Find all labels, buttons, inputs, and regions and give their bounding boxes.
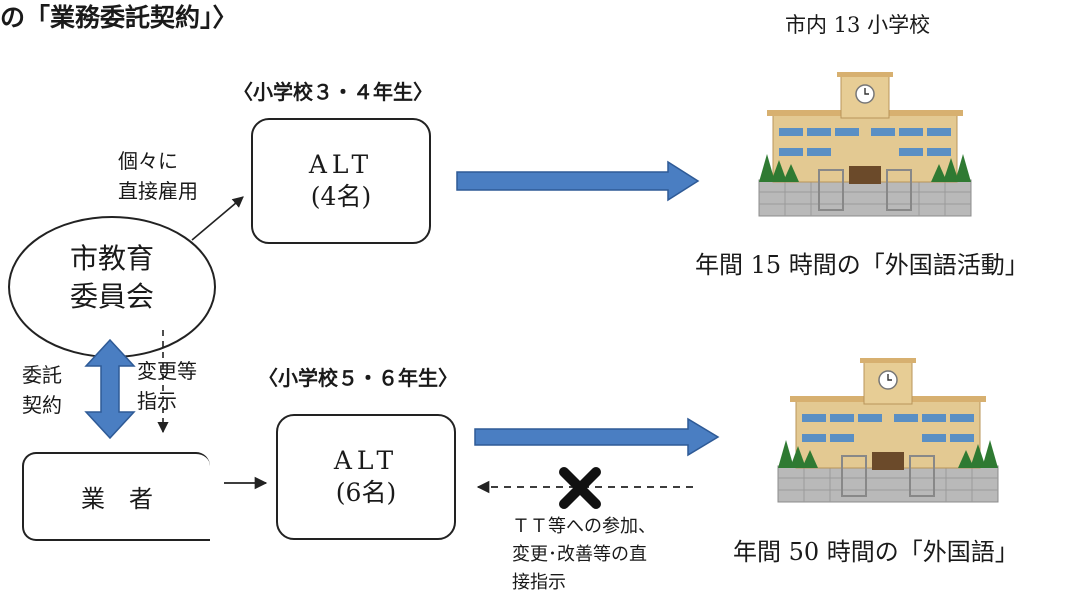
contract-label: 委託 契約 <box>22 360 62 420</box>
contract-double-arrow <box>84 338 136 440</box>
contract-line2: 契約 <box>22 393 62 417</box>
vendor-box: 業 者 <box>22 452 210 541</box>
activity-label-top: 年間 15 時間の「外国語活動」 <box>695 251 1029 279</box>
direct-hire-arrow <box>191 196 244 241</box>
vendor-label: 業 者 <box>81 485 153 513</box>
schools-label: 市内 13 小学校 <box>785 13 931 37</box>
change-instruction-label: 変更等 指示 <box>137 356 197 416</box>
alt-top-line1: ALT <box>308 150 374 179</box>
board-label-line2: 委員会 <box>69 280 154 313</box>
board-label-line1: 市教育 <box>69 242 154 275</box>
alt-bottom-line2: (6名) <box>335 478 397 507</box>
alt-bottom-to-school-arrow <box>474 417 720 457</box>
direct-hire-line1: 個々に <box>118 149 178 173</box>
alt-box-bottom: ALT (6名) <box>276 414 456 540</box>
prohibited-note-line2: 変更･改善等の直 <box>512 544 647 565</box>
school-building-icon <box>758 72 972 217</box>
cross-x-icon <box>559 467 601 509</box>
prohibited-note-line3: 接指示 <box>512 572 566 593</box>
alt-box-top: ALT (4名) <box>251 118 431 244</box>
change-instruction-line2: 指示 <box>137 389 177 413</box>
prohibited-note-line1: ＴＴ等への参加、 <box>512 516 656 537</box>
group-label-grade34: 〈小学校３・４年生〉 <box>233 80 433 104</box>
alt-top-to-school-arrow <box>456 160 700 202</box>
contract-line1: 委託 <box>22 363 62 387</box>
group-label-grade56: 〈小学校５・６年生〉 <box>258 366 458 390</box>
direct-hire-line2: 直接雇用 <box>118 179 198 203</box>
alt-bottom-line1: ALT <box>333 446 399 475</box>
direct-hire-label: 個々に 直接雇用 <box>118 146 198 206</box>
prohibited-note: ＴＴ等への参加、 変更･改善等の直 接指示 <box>512 513 656 597</box>
school-building-icon <box>777 358 999 503</box>
page-heading: の「業務委託契約」〉 <box>0 3 238 32</box>
board-label: 市教育 委員会 <box>62 240 162 316</box>
change-instruction-line1: 変更等 <box>137 359 197 383</box>
alt-top-line2: (4名) <box>310 182 372 211</box>
activity-label-bottom: 年間 50 時間の「外国語」 <box>733 538 1019 566</box>
